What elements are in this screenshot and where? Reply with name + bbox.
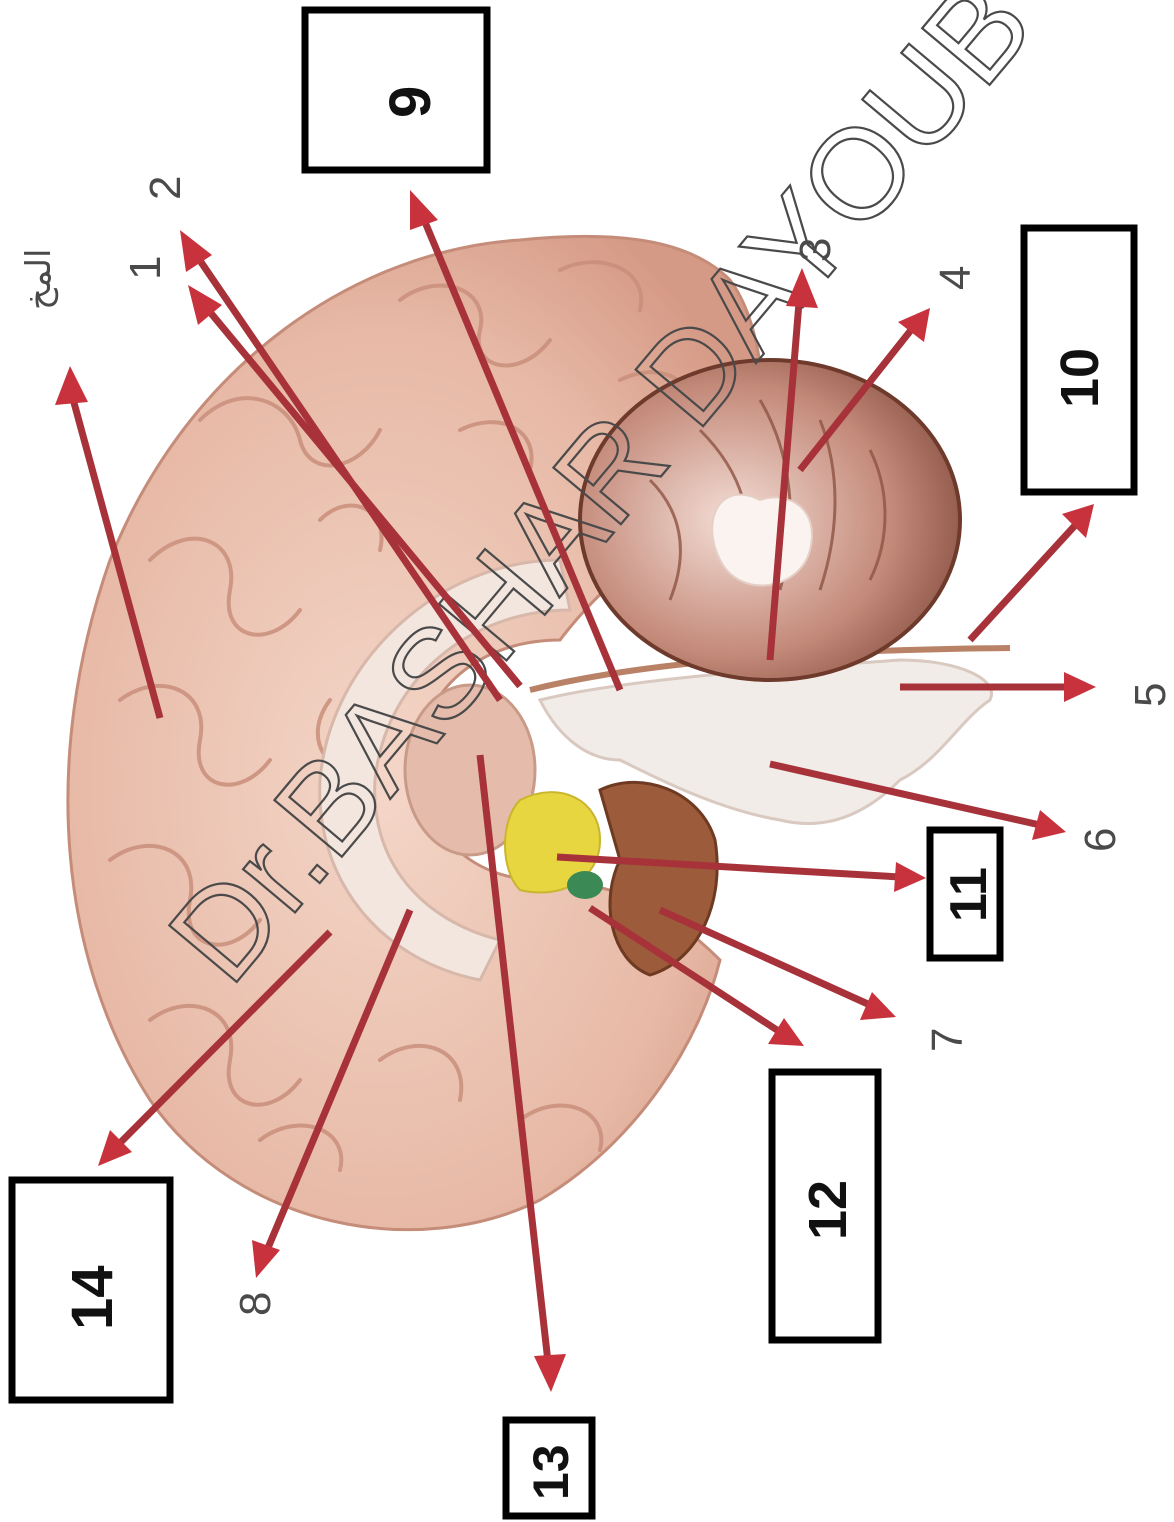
box-10: 10 [1024, 228, 1134, 492]
arabic-title: المخ [19, 249, 59, 310]
box-14-text: 14 [60, 1265, 125, 1330]
label-1: 1 [121, 256, 170, 280]
label-5: 5 [1126, 683, 1174, 707]
label-6: 6 [1076, 828, 1125, 852]
box-13-text: 13 [523, 1444, 579, 1500]
box-12-text: 12 [798, 1180, 858, 1240]
box-11-text: 11 [940, 867, 998, 922]
box-12: 12 [772, 1072, 878, 1340]
box-14: 14 [12, 1180, 170, 1400]
box-10-text: 10 [1050, 348, 1110, 408]
label-3: 3 [791, 238, 840, 262]
pituitary-gland [567, 871, 603, 899]
box-11: 11 [930, 830, 1000, 958]
box-9: 9 [305, 10, 487, 170]
label-2: 2 [141, 176, 190, 200]
label-7: 7 [923, 1028, 972, 1052]
label-4: 4 [931, 266, 980, 290]
box-9-text: 9 [378, 86, 443, 118]
box-13: 13 [506, 1420, 592, 1516]
label-8: 8 [231, 1292, 280, 1316]
